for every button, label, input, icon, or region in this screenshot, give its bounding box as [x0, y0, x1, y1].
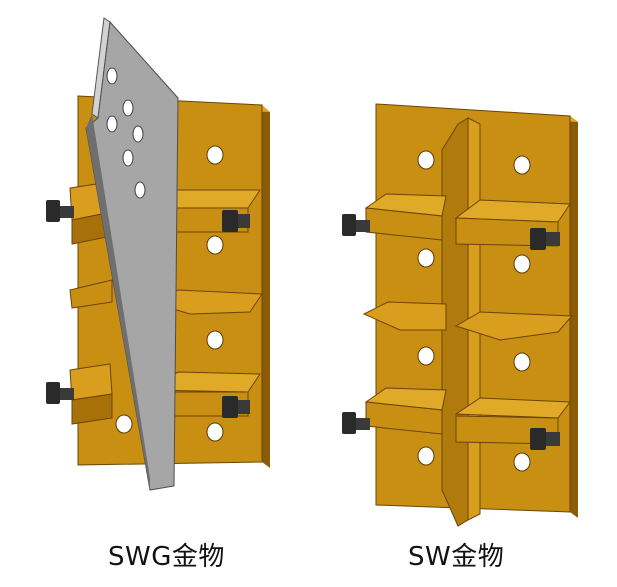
sw-hardware	[342, 103, 578, 527]
bolt-icon	[46, 200, 74, 222]
swg-steel-plate-side	[86, 114, 150, 490]
hole	[417, 446, 435, 466]
plate-hole	[106, 67, 118, 85]
bolt-icon	[222, 396, 250, 418]
swg-base-plate-side	[262, 105, 270, 468]
hole	[513, 452, 531, 472]
bolt-icon	[530, 228, 560, 250]
hole	[417, 150, 435, 170]
hole	[115, 414, 133, 434]
hole	[417, 248, 435, 268]
hole	[417, 346, 435, 366]
bolt-icon	[530, 428, 560, 450]
hole	[206, 330, 224, 350]
sw-bracket-lower-right-top	[454, 397, 571, 419]
caption-sw: SW金物	[408, 542, 505, 572]
swg-hardware	[46, 17, 270, 491]
hole	[513, 155, 531, 175]
plate-hole	[134, 181, 146, 199]
bolt-icon	[222, 210, 250, 232]
plate-hole	[122, 99, 134, 117]
caption-swg: SWG金物	[108, 542, 225, 572]
hole	[513, 254, 531, 274]
swg-bracket-lower-left-front	[71, 393, 113, 425]
bolt-icon	[342, 412, 370, 434]
bolt-icon	[46, 382, 74, 404]
swg-mid-flange-left	[69, 279, 113, 309]
plate-hole	[106, 115, 118, 133]
bolt-icon	[342, 214, 370, 236]
hole	[206, 422, 224, 442]
hole	[513, 352, 531, 372]
hole	[206, 235, 224, 255]
sw-base-plate-side	[570, 116, 578, 518]
plate-hole	[132, 125, 144, 143]
sw-mid-flange-left	[362, 301, 447, 331]
plate-hole	[122, 149, 134, 167]
sw-mid-flange-right	[454, 311, 574, 341]
hole	[206, 145, 224, 165]
